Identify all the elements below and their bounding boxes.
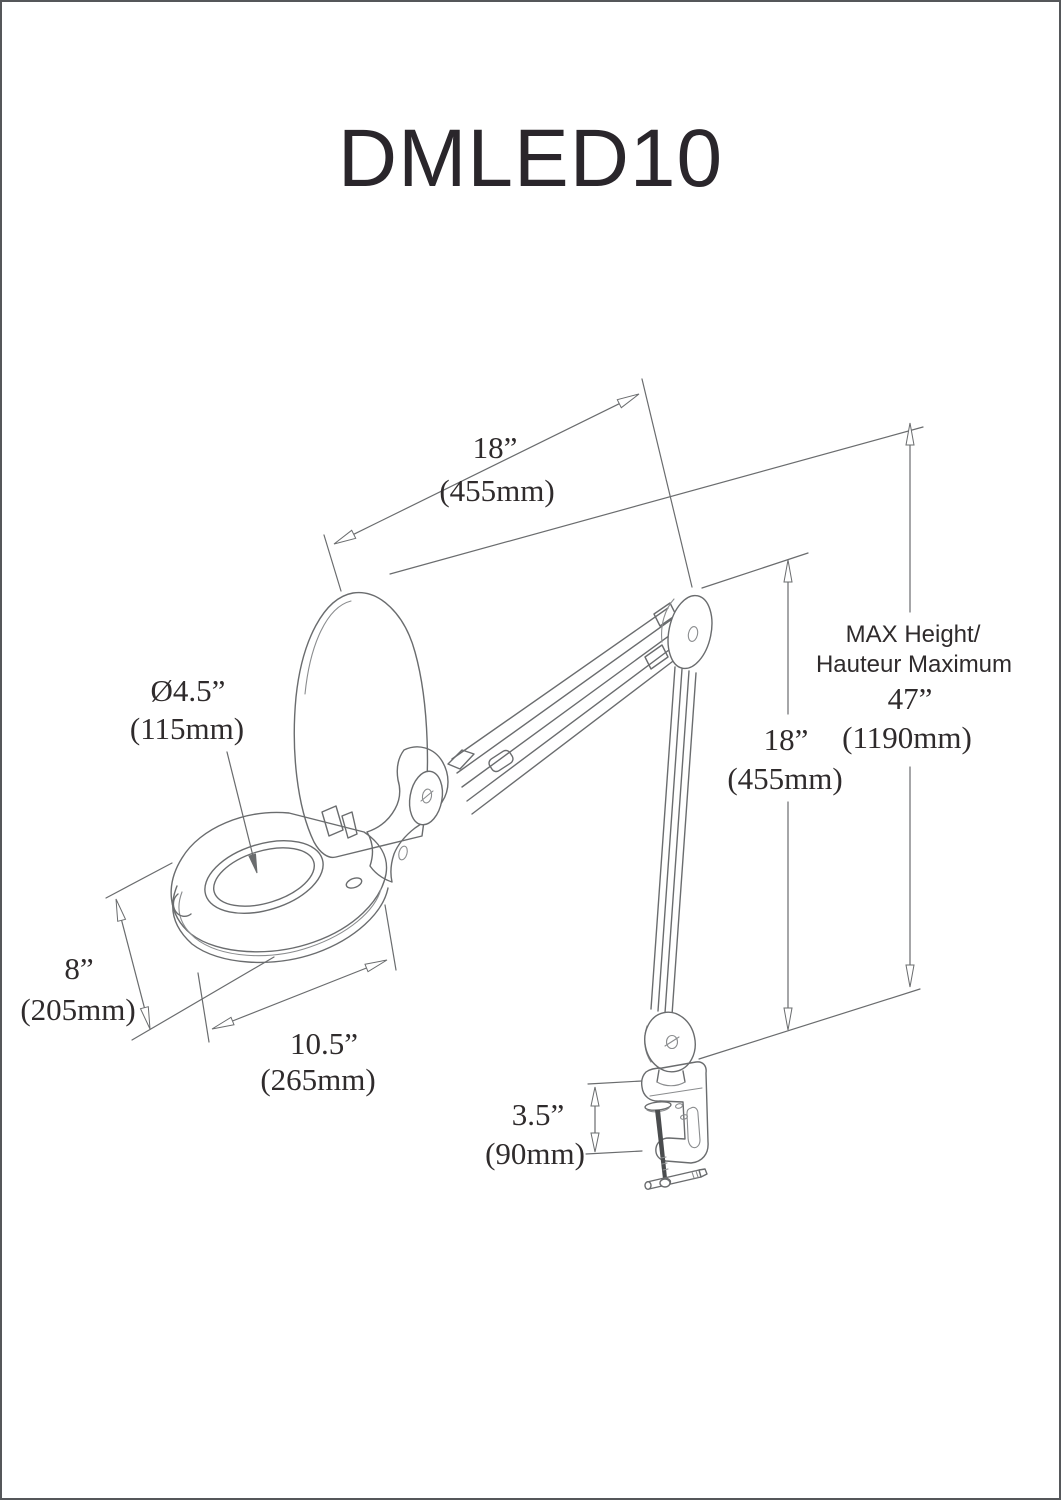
label-clamp-inches: 3.5” (512, 1097, 565, 1132)
lens-ring-outer (204, 840, 324, 914)
dimension-lines (105, 378, 924, 1155)
lens-cover (293, 591, 429, 859)
label-base-depth-mm: (205mm) (20, 992, 135, 1027)
label-arm-lower-inches: 18” (764, 722, 809, 757)
label-lens-mm: (115mm) (130, 711, 244, 746)
screw-t-handle (646, 1169, 702, 1190)
head-joint (366, 746, 514, 883)
dimension-labels: 18” (455mm) Ø4.5” (115mm) 8” (205mm) 10.… (20, 430, 1012, 1171)
label-base-length-mm: (265mm) (260, 1062, 375, 1097)
label-arm-upper-mm: (455mm) (439, 473, 554, 508)
lamp-illustration (170, 591, 713, 1190)
label-max-height-inches: 47” (888, 681, 933, 716)
lamp-base (170, 811, 389, 964)
table-clamp (640, 1061, 709, 1164)
label-arm-lower-mm: (455mm) (727, 761, 842, 796)
max-height-extension-line (389, 426, 924, 575)
label-base-depth-inches: 8” (64, 951, 93, 986)
arm-clip (488, 749, 514, 773)
dim-lens-leader (226, 751, 258, 874)
dim-arm-upper (323, 378, 693, 592)
label-max-height-mm: (1190mm) (842, 720, 972, 755)
dim-base-length (197, 904, 397, 1043)
desk-level-extension-line (698, 988, 921, 1060)
label-arm-upper-inches: 18” (473, 430, 518, 465)
label-base-length-inches: 10.5” (290, 1026, 358, 1061)
base-joint (644, 1011, 696, 1087)
cover-hinge (321, 805, 358, 839)
label-max-height-en: MAX Height/ (846, 621, 981, 648)
base-hole (345, 877, 363, 889)
label-clamp-mm: (90mm) (485, 1136, 585, 1171)
elbow-joint (661, 594, 713, 670)
base-notch (172, 893, 192, 918)
magnifier-lens (212, 847, 316, 907)
label-max-height-fr: Hauteur Maximum (816, 651, 1012, 678)
clamp-screw (644, 1101, 708, 1190)
dim-max-height (905, 422, 915, 988)
dim-arm-lower (701, 552, 809, 1031)
dim-base-depth (105, 862, 275, 1041)
label-lens-inches: Ø4.5” (151, 673, 226, 708)
model-number-title: DMLED10 (337, 113, 724, 204)
lower-arm (650, 666, 697, 1016)
upper-arm (451, 602, 686, 815)
dim-clamp-capacity (585, 1080, 643, 1155)
